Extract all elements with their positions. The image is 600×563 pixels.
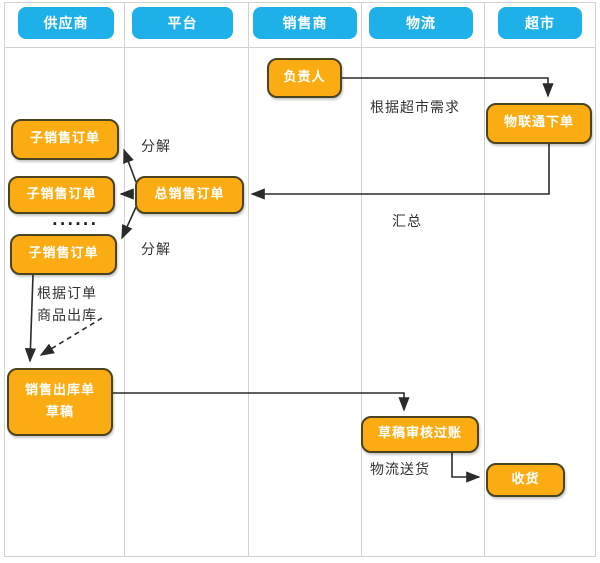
node-sub-sales-order-3: 子销售订单 (10, 234, 117, 275)
node-sales-outbound-draft: 销售出库单 草稿 (7, 368, 113, 436)
node-receive-goods: 收货 (486, 463, 565, 497)
node-draft-review-posting: 草稿审核过账 (361, 416, 479, 453)
arrow-sub-order-3-to-outbound-draft (24, 274, 37, 363)
label-decompose-1: 分解 (141, 139, 171, 155)
swimlane-grid (4, 2, 596, 557)
node-total-sales-order: 总销售订单 (135, 176, 244, 214)
label-goods-outbound: 商品出库 (37, 308, 97, 324)
label-per-order: 根据订单 (37, 286, 97, 302)
lane-header-supplier: 供应商 (18, 7, 114, 39)
arrow-iot-order-to-total-order (250, 144, 550, 200)
node-iot-place-order: 物联通下单 (486, 103, 592, 144)
node-person-in-charge: 负责人 (267, 58, 342, 98)
label-summarize: 汇总 (392, 214, 422, 230)
node-sub-sales-order-2: 子销售订单 (8, 176, 115, 214)
lane-header-logistics: 物流 (369, 7, 473, 39)
arrow-total-to-sub-order-3 (121, 206, 137, 240)
label-decompose-2: 分解 (141, 242, 171, 258)
node-sub-sales-order-1: 子销售订单 (11, 119, 119, 160)
arrow-draft-to-review-posting (113, 392, 410, 412)
label-logistics-delivery: 物流送货 (370, 462, 430, 478)
arrow-review-to-receive-goods (451, 453, 481, 483)
arrow-total-to-sub-order-1 (123, 148, 137, 183)
arrow-dashed-goods-outbound (39, 317, 103, 356)
label-per-supermarket-demand: 根据超市需求 (370, 100, 460, 116)
lane-header-supermarket: 超市 (498, 7, 582, 39)
arrow-person-to-iot-order (342, 77, 554, 98)
label-ellipsis: ...... (52, 211, 99, 229)
lane-header-seller: 销售商 (253, 7, 357, 39)
lane-header-platform: 平台 (132, 7, 233, 39)
